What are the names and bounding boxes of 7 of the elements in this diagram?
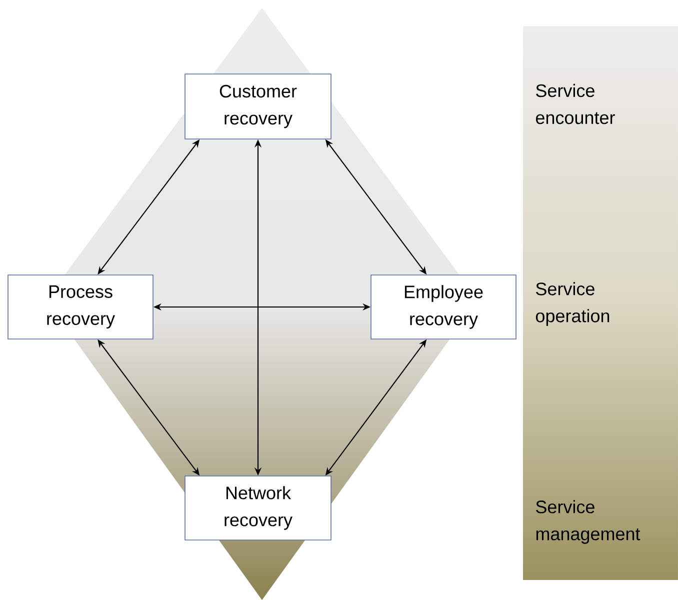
level-label: Service operation (536, 282, 610, 326)
level-label: Service encounter (536, 84, 615, 124)
process-box: Customer recovery (184, 74, 332, 140)
process-box: Process recovery (8, 274, 154, 340)
level-label: Service management (536, 500, 640, 544)
process-box: Network recovery (184, 476, 332, 540)
process-box: Employee recovery (370, 274, 516, 340)
